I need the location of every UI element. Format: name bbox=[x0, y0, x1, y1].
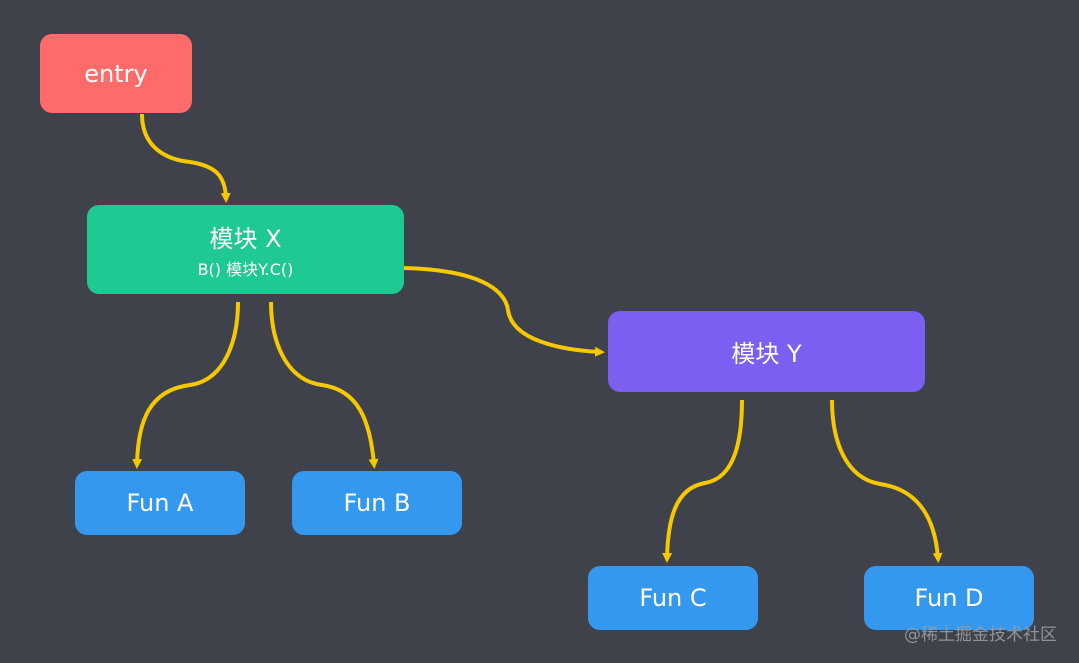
node-module-x-label: 模块 X bbox=[209, 225, 282, 253]
node-fun-b-label: Fun B bbox=[343, 489, 411, 517]
edge-module-y-to-fun-c bbox=[662, 399, 744, 563]
node-fun-a-label: Fun A bbox=[126, 489, 194, 517]
node-entry: entry bbox=[40, 34, 192, 113]
node-module-y: 模块 Y bbox=[608, 311, 925, 392]
watermark: @稀土掘金技术社区 bbox=[904, 625, 1057, 645]
node-module-x-sublabel: B() 模块Y.C() bbox=[197, 260, 294, 279]
edge-module-x-to-fun-b bbox=[269, 301, 379, 469]
edge-module-y-to-fun-d bbox=[830, 399, 943, 563]
node-fun-c: Fun C bbox=[588, 566, 758, 630]
node-module-x: 模块 X B() 模块Y.C() bbox=[87, 205, 404, 294]
node-fun-b: Fun B bbox=[292, 471, 462, 535]
edge-entry-to-module-x bbox=[140, 113, 231, 203]
node-fun-d-label: Fun D bbox=[914, 584, 984, 612]
node-fun-d: Fun D bbox=[864, 566, 1034, 630]
node-fun-a: Fun A bbox=[75, 471, 245, 535]
edge-module-x-to-module-y bbox=[403, 266, 605, 357]
edge-module-x-to-fun-a bbox=[132, 301, 240, 469]
node-fun-c-label: Fun C bbox=[639, 584, 707, 612]
node-module-y-label: 模块 Y bbox=[731, 340, 802, 368]
node-entry-label: entry bbox=[84, 59, 148, 88]
